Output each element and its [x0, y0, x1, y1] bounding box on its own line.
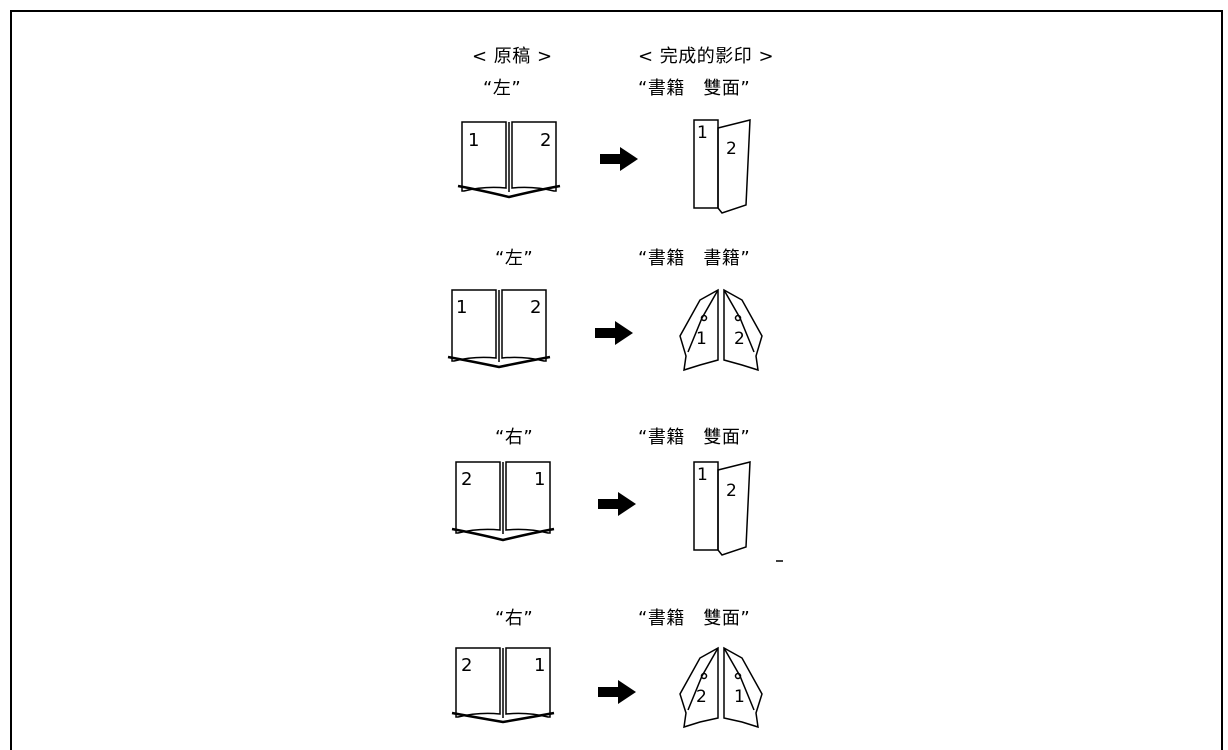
page-number: 2	[461, 655, 472, 676]
page-number: 2	[530, 297, 541, 318]
original-label: “右”	[495, 608, 534, 629]
page-number: 1	[697, 123, 708, 143]
arrow-right-icon	[598, 680, 636, 704]
page-number: 2	[461, 469, 472, 490]
page-number: 2	[726, 481, 737, 501]
page-number: 1	[534, 655, 545, 676]
arrow-right-icon	[600, 147, 638, 171]
page-number: 2	[734, 329, 745, 349]
result-label: “書籍 書籍”	[638, 248, 751, 269]
page-number: 2	[540, 130, 551, 151]
page-number: 1	[734, 687, 745, 707]
original-label: “左”	[495, 248, 534, 269]
page-number: 2	[726, 139, 737, 159]
page-number: 1	[696, 329, 707, 349]
page-number: 2	[696, 687, 707, 707]
diagram-frame	[10, 10, 1223, 750]
arrow-right-icon	[595, 321, 633, 345]
page-number: 1	[697, 465, 708, 485]
original-column-header: < 原稿 >	[472, 46, 553, 67]
result-label: “書籍 雙面”	[638, 427, 751, 448]
original-label: “右”	[495, 427, 534, 448]
result-label: “書籍 雙面”	[638, 78, 751, 99]
result-label: “書籍 雙面”	[638, 608, 751, 629]
page-number: 1	[468, 130, 479, 151]
page-number: 1	[534, 469, 545, 490]
arrow-right-icon	[598, 492, 636, 516]
page-number: 1	[456, 297, 467, 318]
original-label: “左”	[483, 78, 522, 99]
result-column-header: < 完成的影印 >	[638, 46, 775, 67]
